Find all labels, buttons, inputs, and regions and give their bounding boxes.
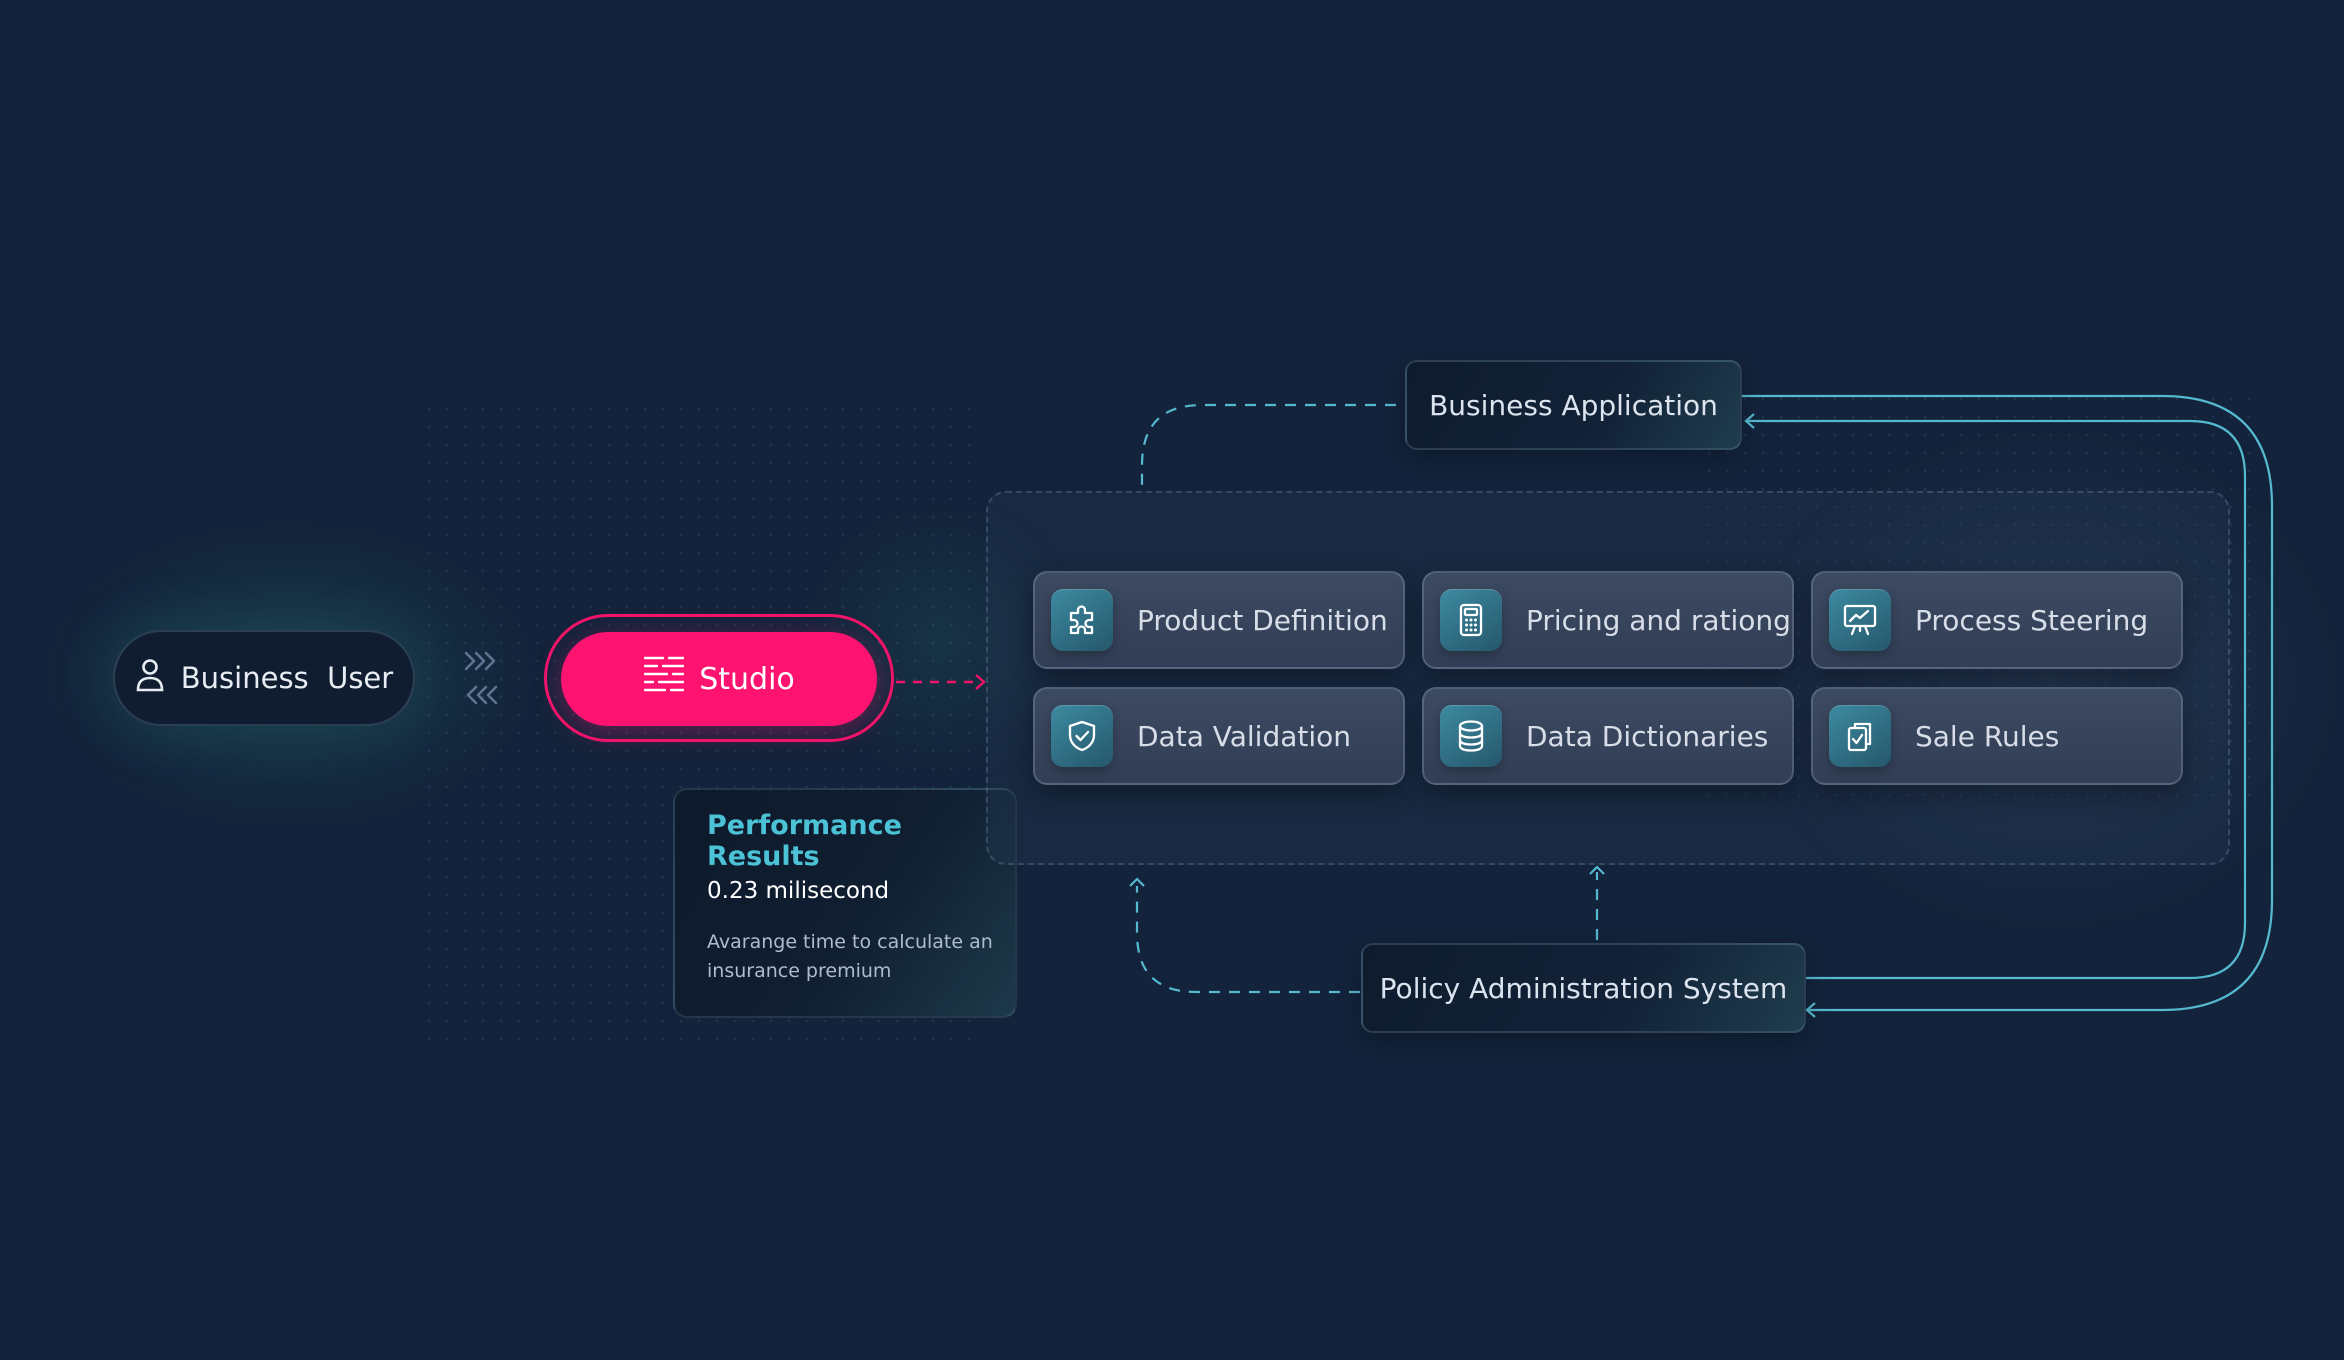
module-label: Data Validation (1137, 719, 1352, 753)
business-application-label: Business Application (1429, 388, 1718, 422)
module-data-dictionaries[interactable]: Data Dictionaries (1422, 687, 1794, 785)
database-icon (1440, 705, 1502, 767)
arrow-pas (1805, 1002, 1816, 1018)
dashed-pas-to-group-left (1135, 886, 1360, 994)
policy-administration-label: Policy Administration System (1379, 971, 1788, 1005)
studio-outline-ring (544, 614, 894, 742)
module-data-validation[interactable]: Data Validation (1033, 687, 1405, 785)
business-user-label: Business User (180, 661, 394, 695)
business-application-node[interactable]: Business Application (1405, 360, 1742, 450)
performance-title: Performance Results (707, 810, 902, 872)
user-icon (135, 658, 165, 699)
modules-group (986, 491, 2230, 865)
arrow-ba (1744, 413, 1755, 429)
module-product-definition[interactable]: Product Definition (1033, 571, 1405, 669)
module-label: Process Steering (1915, 603, 2149, 637)
studio-button[interactable]: Studio (561, 632, 877, 726)
module-label: Pricing and rationg (1526, 603, 1791, 637)
clipboard-check-icon (1829, 705, 1891, 767)
module-sale-rules[interactable]: Sale Rules (1811, 687, 2183, 785)
module-label: Data Dictionaries (1526, 719, 1769, 753)
presentation-chart-icon (1829, 589, 1891, 651)
puzzle-icon (1051, 589, 1113, 651)
performance-value: 0.23 milisecond (707, 878, 890, 904)
shield-check-icon (1051, 705, 1113, 767)
arrow-studio (975, 674, 986, 690)
arrow-up-left (1129, 877, 1145, 887)
performance-description: Avarange time to calculate an insurance … (707, 931, 993, 982)
arrow-up-center (1589, 865, 1605, 875)
studio-lines-icon (643, 655, 685, 703)
dashed-ba-to-group (1140, 403, 1396, 491)
module-label: Sale Rules (1915, 719, 2060, 753)
module-process-steering[interactable]: Process Steering (1811, 571, 2183, 669)
module-pricing-and-rating[interactable]: Pricing and rationg (1422, 571, 1794, 669)
calculator-icon (1440, 589, 1502, 651)
module-label: Product Definition (1137, 603, 1388, 637)
policy-administration-node[interactable]: Policy Administration System (1361, 943, 1806, 1033)
business-user-pill[interactable]: Business User (113, 630, 415, 726)
bidirectional-chevrons-icon (464, 651, 498, 705)
performance-results-card: Performance Results 0.23 milisecond Avar… (673, 788, 1017, 1018)
studio-label: Studio (699, 661, 795, 697)
